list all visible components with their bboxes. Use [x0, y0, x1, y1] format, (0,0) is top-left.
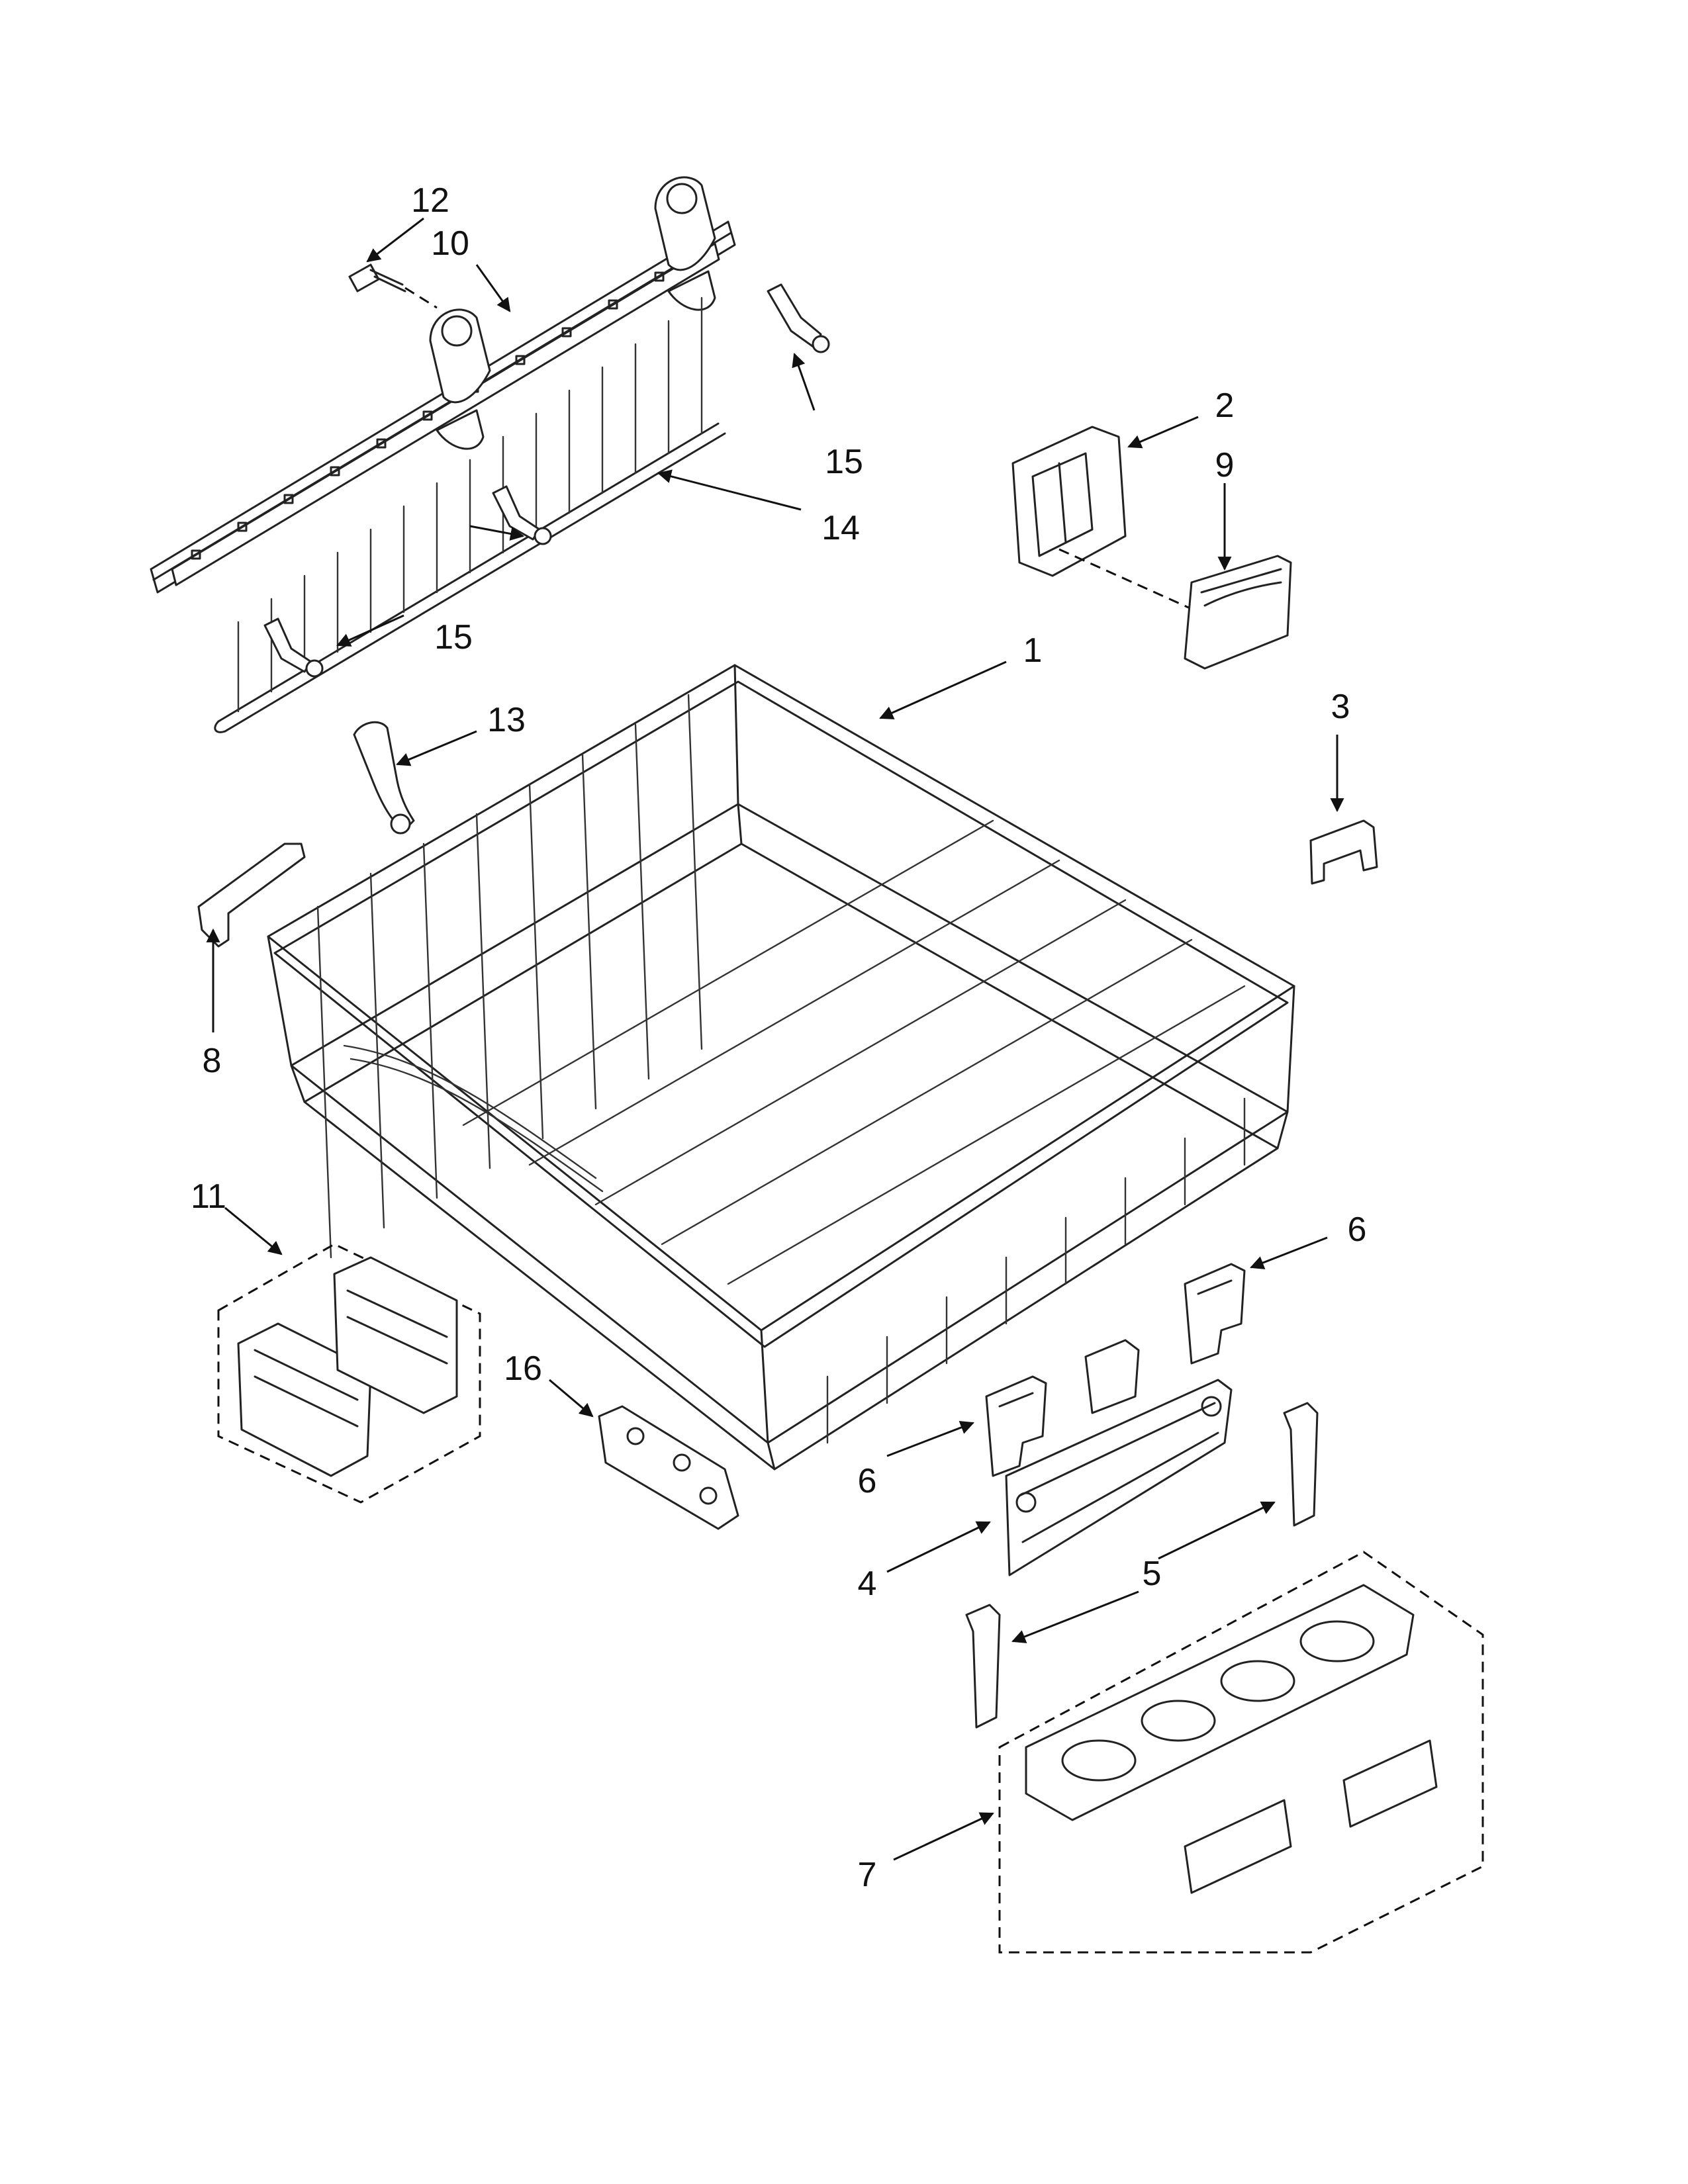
part-5-clip-right [1283, 1402, 1319, 1527]
part-6-clip-left [985, 1375, 1047, 1477]
part-3-clip [1309, 819, 1378, 885]
callout-9: 9 [1215, 446, 1235, 484]
part-8-arm [197, 842, 306, 948]
callout-15: 15 [434, 618, 473, 657]
part-6-clip-right [1184, 1263, 1246, 1365]
part-16-bracket [598, 1405, 739, 1530]
part-12-screw [348, 263, 438, 309]
part-1-dishrack [267, 664, 1295, 1471]
callout-16: 16 [504, 1349, 542, 1388]
part-15-clip-upper [767, 283, 830, 353]
callout-labels: 12 10 15 14 15 2 9 1 3 13 8 11 6 16 6 4 … [191, 181, 1366, 1894]
callout-12: 12 [411, 181, 449, 220]
callout-10: 10 [431, 224, 469, 263]
part-7-group [998, 1551, 1484, 1954]
callout-15: 15 [825, 443, 863, 481]
callout-7: 7 [858, 1856, 877, 1894]
callout-2: 2 [1215, 387, 1235, 425]
part-4-rack-adjuster [1005, 1339, 1233, 1576]
callout-6: 6 [1348, 1210, 1367, 1249]
leader-lines [206, 217, 1344, 1861]
callout-4: 4 [858, 1565, 877, 1603]
callout-14: 14 [821, 509, 860, 547]
part-13-clip [353, 721, 415, 835]
part-9-cover [1184, 555, 1292, 670]
part-2-bracket [1011, 426, 1192, 610]
callout-8: 8 [203, 1042, 222, 1080]
callout-13: 13 [487, 701, 526, 739]
callout-3: 3 [1331, 688, 1350, 726]
callout-11: 11 [191, 1177, 226, 1216]
part-10-rack-rail [150, 176, 736, 594]
callout-5: 5 [1143, 1555, 1162, 1593]
part-11-group [217, 1243, 481, 1504]
callout-6: 6 [858, 1462, 877, 1500]
callout-1: 1 [1023, 631, 1043, 670]
part-5-clip-left [965, 1604, 1001, 1729]
